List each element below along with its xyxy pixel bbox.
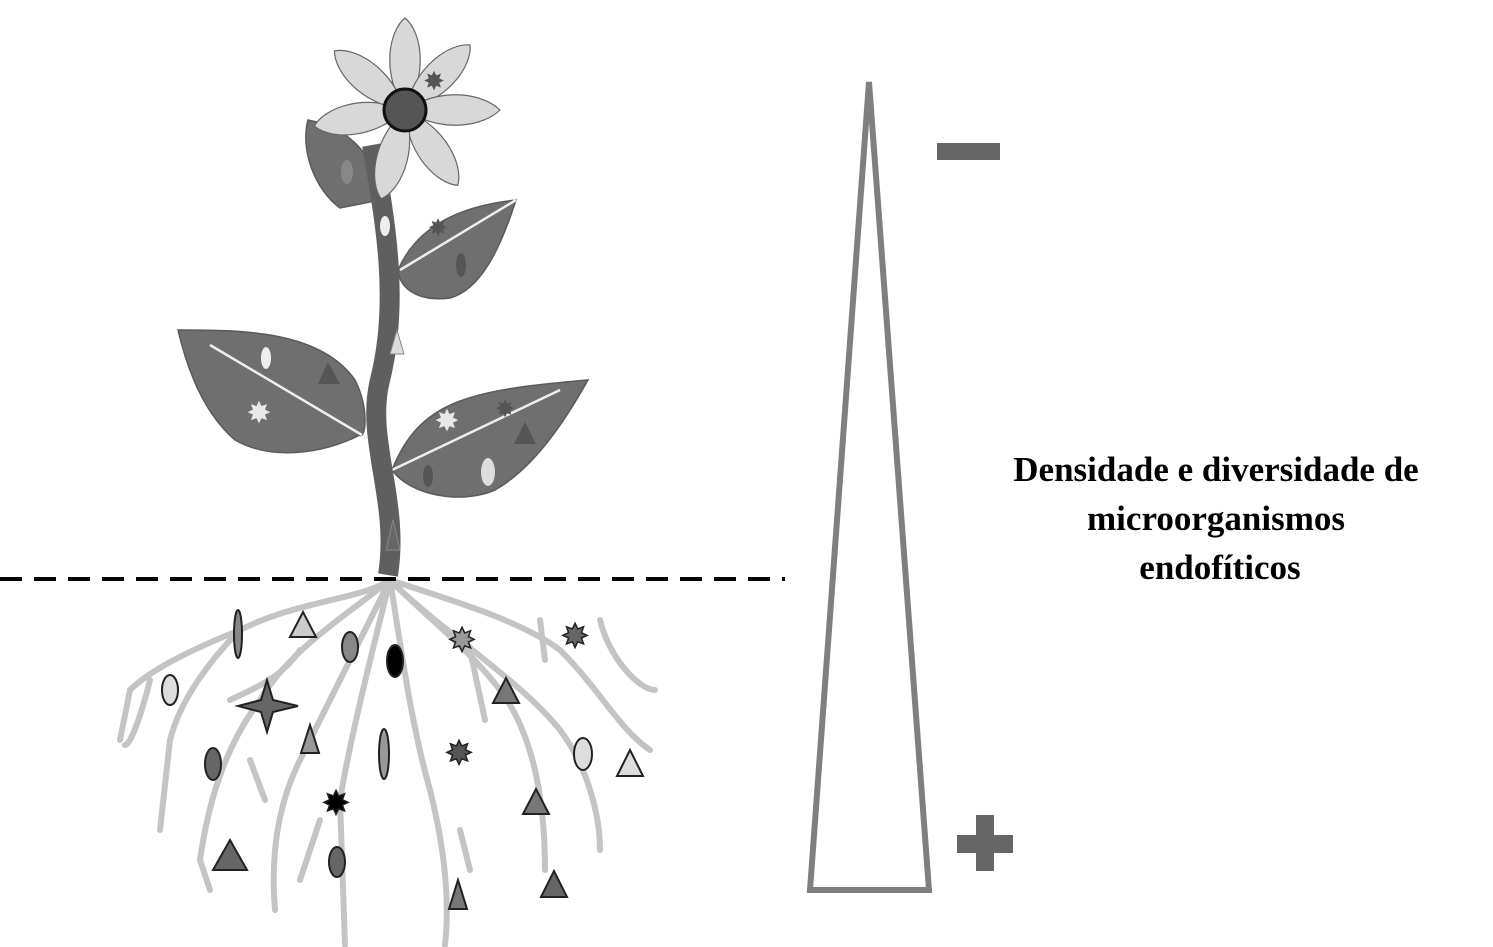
plus-sign (957, 815, 1013, 871)
label-line-2: microorganismos (1087, 499, 1345, 538)
svg-text:✸: ✸ (246, 397, 271, 430)
label-line-3: endofíticos (1139, 548, 1300, 587)
svg-text:✸: ✸ (323, 785, 350, 821)
svg-text:✸: ✸ (446, 735, 473, 771)
svg-text:✸: ✸ (428, 216, 448, 242)
density-gradient-wedge (806, 81, 933, 893)
minus-sign (937, 143, 1000, 160)
root-system (117, 577, 658, 947)
svg-text:✸: ✸ (434, 405, 459, 438)
microorganisms: ✸ ✸ ✸ ✸ ✸ ✸ ✸ ✸ ✸ (161, 67, 645, 910)
plus-sign-text: + (1020, 849, 1040, 888)
flower (313, 17, 501, 200)
minus-sign-text: − (1000, 99, 1020, 138)
stem (362, 143, 401, 577)
svg-text:✸: ✸ (562, 618, 589, 654)
svg-text:✸: ✸ (495, 397, 515, 423)
svg-text:✸: ✸ (423, 67, 445, 96)
flower-center (382, 87, 428, 133)
svg-text:✸: ✸ (449, 622, 476, 658)
label-line-1: Densidade e diversidade de (1013, 450, 1418, 489)
density-diversity-label: Densidade e diversidade de microorganism… (1013, 450, 1418, 587)
